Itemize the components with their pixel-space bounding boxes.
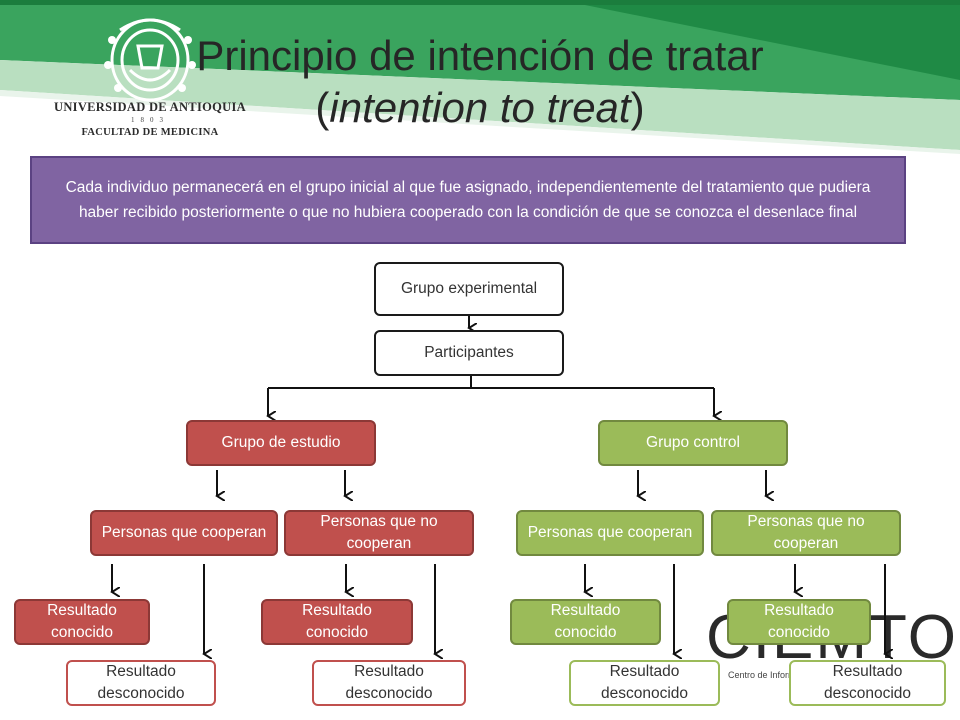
control-nocoop-known-result-box: Resultado conocido [727, 599, 871, 645]
control-group-label: Grupo control [646, 434, 740, 451]
study-known-result-box: Resultado conocido [14, 599, 150, 645]
study-cooperate-box: Personas que cooperan [90, 510, 278, 556]
participants-label: Participantes [424, 344, 514, 361]
definition-text: Cada individuo permanecerá en el grupo i… [65, 179, 871, 221]
control-nocoop-unknown-result-label: Resultado desconocido [823, 663, 912, 702]
control-nocoop-unknown-result-box: Resultado desconocido [789, 660, 946, 706]
study-group-label: Grupo de estudio [221, 434, 341, 451]
study-nocoop-unknown-result-label: Resultado desconocido [345, 663, 433, 702]
slide-title: Principio de intención de tratar (intent… [100, 30, 860, 134]
watermark-caption: Centro de Información [728, 670, 817, 680]
experimental-group-box: Grupo experimental [374, 262, 564, 316]
study-unknown-result-box: Resultado desconocido [66, 660, 216, 706]
study-nocoop-unknown-result-box: Resultado desconocido [312, 660, 466, 706]
control-unknown-result-label: Resultado desconocido [600, 663, 689, 702]
title-paren-open: ( [315, 84, 330, 131]
definition-box: Cada individuo permanecerá en el grupo i… [30, 156, 906, 244]
control-cooperate-label: Personas que cooperan [527, 524, 693, 541]
participants-box: Participantes [374, 330, 564, 376]
study-no-cooperate-label: Personas que no cooperan [320, 513, 438, 552]
faculty-name: FACULTAD DE MEDICINA [81, 127, 219, 138]
title-paren-close: ) [630, 84, 645, 131]
title-line-2-italic: intention to treat [329, 84, 631, 131]
control-cooperate-box: Personas que cooperan [516, 510, 704, 556]
control-group-box: Grupo control [598, 420, 788, 466]
control-no-cooperate-label: Personas que no cooperan [747, 513, 865, 552]
control-known-result-box: Resultado conocido [510, 599, 661, 645]
study-unknown-result-label: Resultado desconocido [97, 663, 185, 702]
university-logo-icon [104, 18, 196, 102]
study-nocoop-known-result-label: Resultado conocido [302, 602, 372, 641]
university-name: UNIVERSIDAD DE ANTIOQUIA [54, 100, 246, 114]
control-known-result-label: Resultado conocido [550, 602, 621, 641]
study-nocoop-known-result-box: Resultado conocido [261, 599, 413, 645]
study-known-result-label: Resultado conocido [47, 602, 117, 641]
experimental-group-label: Grupo experimental [400, 280, 538, 297]
control-no-cooperate-box: Personas que no cooperan [711, 510, 901, 556]
control-nocoop-known-result-label: Resultado conocido [764, 602, 834, 641]
control-unknown-result-box: Resultado desconocido [569, 660, 720, 706]
study-group-box: Grupo de estudio [186, 420, 376, 466]
university-year: 1803 [131, 116, 169, 124]
title-line-1: Principio de intención de tratar [196, 32, 764, 79]
study-cooperate-label: Personas que cooperan [101, 524, 267, 541]
study-no-cooperate-box: Personas que no cooperan [284, 510, 474, 556]
